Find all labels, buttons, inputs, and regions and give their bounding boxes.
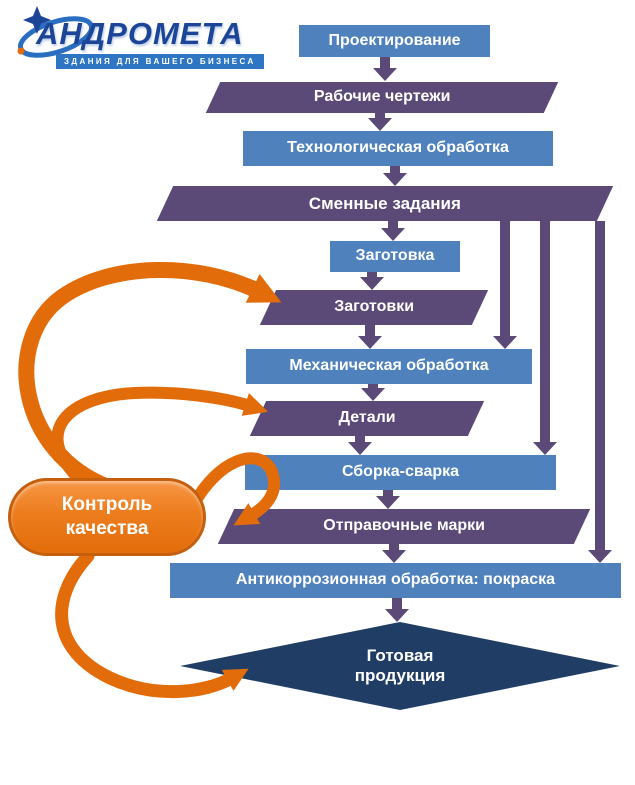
arrow-blanks-machining (358, 325, 382, 349)
node-assembly-welding: Сборка-сварка (245, 455, 556, 490)
node-label: Заготовка (355, 247, 435, 265)
node-label: Готовая продукция (354, 646, 446, 685)
arrow-machining-parts (361, 384, 385, 401)
arrow-painting-final (385, 598, 409, 622)
node-design: Проектирование (299, 25, 490, 57)
quality-control-label: Контроль качества (61, 494, 153, 539)
arrow-tasks-blank (381, 221, 405, 241)
arrow-quality-to-final (55, 549, 249, 698)
brand-logo: АНДРОМЕТА ЗДАНИЯ ДЛЯ ВАШЕГО БИЗНЕСА (10, 4, 270, 76)
brand-tagline: ЗДАНИЯ ДЛЯ ВАШЕГО БИЗНЕСА (56, 54, 264, 69)
node-blanking: Заготовка (330, 241, 460, 272)
arrow-tasks-welding-bypass (533, 221, 557, 455)
node-label: Механическая обработка (289, 357, 489, 375)
node-label: Антикоррозионная обработка: покраска (235, 571, 556, 589)
arrow-tech-tasks (383, 166, 407, 186)
arrow-tasks-machining-bypass (493, 221, 517, 349)
brand-name: АНДРОМЕТА (36, 16, 244, 51)
arrow-welding-marks (376, 490, 400, 509)
node-label: Сборка-сварка (341, 463, 460, 481)
arrow-drawings-tech (368, 112, 392, 131)
arrow-marks-painting (382, 544, 406, 563)
logo-star-swoosh-icon (17, 6, 94, 58)
quality-control-badge: Контроль качества (8, 478, 206, 556)
node-technological-processing: Технологическая обработка (243, 131, 553, 166)
arrow-quality-to-blanks (18, 261, 282, 495)
arrow-quality-to-marks (192, 452, 280, 526)
node-label: Проектирование (328, 31, 461, 49)
node-anticorrosion-painting: Антикоррозионная обработка: покраска (170, 563, 621, 598)
arrow-design-drawings (373, 57, 397, 81)
arrow-tasks-painting-bypass (588, 221, 612, 563)
arrow-quality-to-parts (51, 386, 269, 486)
node-machining: Механическая обработка (246, 349, 532, 384)
arrow-parts-welding (348, 436, 372, 455)
node-label: Технологическая обработка (287, 139, 509, 157)
arrow-blank-blanks (360, 271, 384, 290)
